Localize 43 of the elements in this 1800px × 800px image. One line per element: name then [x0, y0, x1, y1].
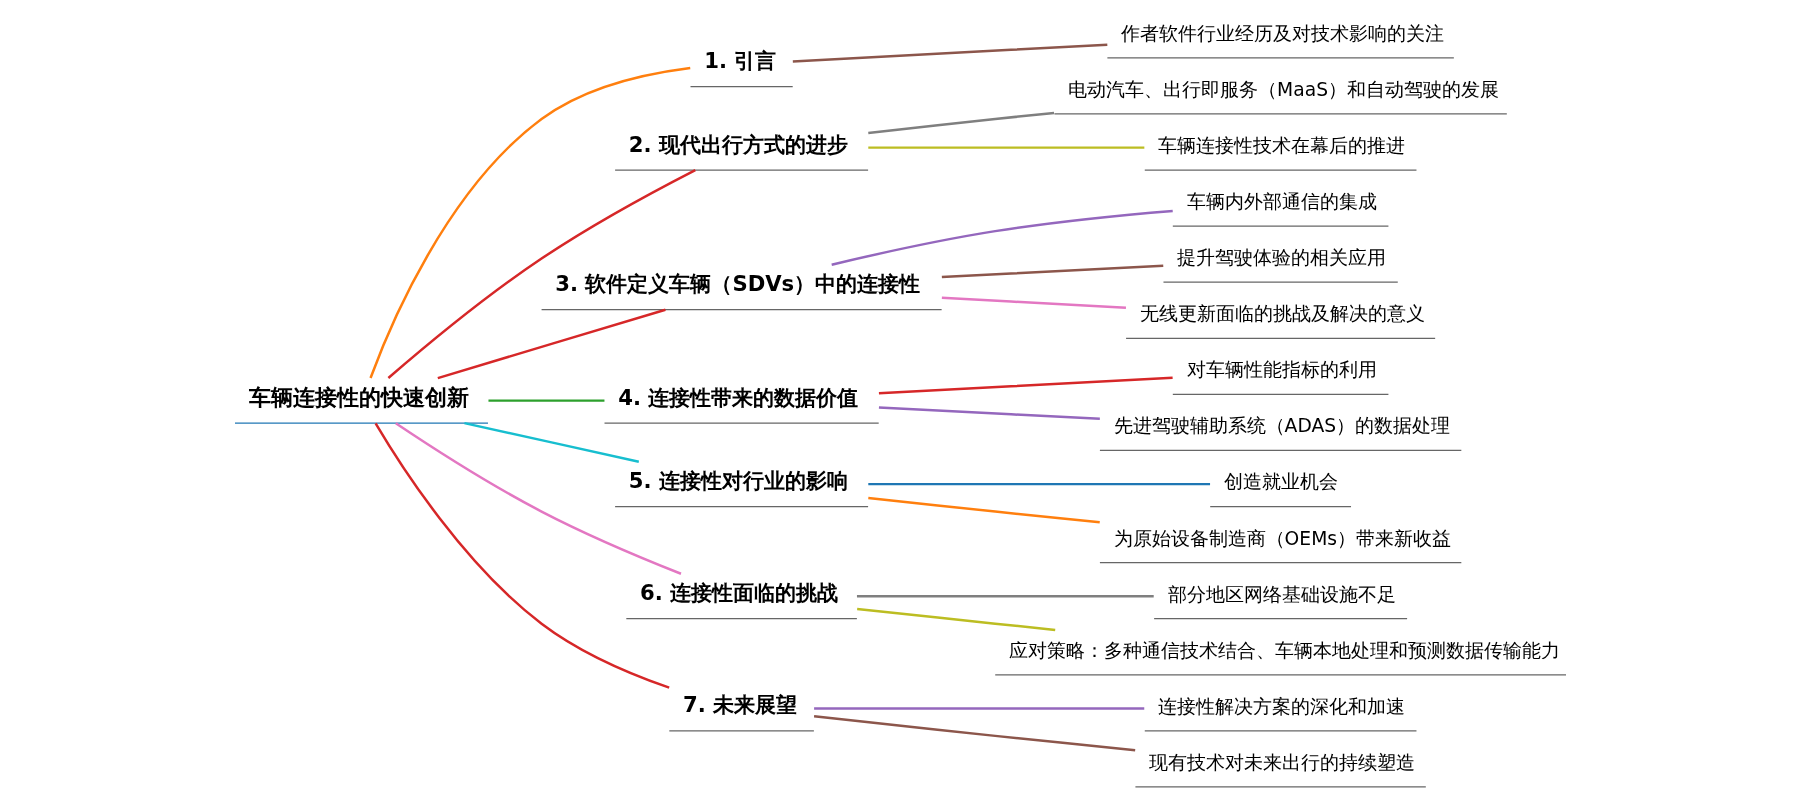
- connector: [387, 169, 696, 379]
- connector: [941, 264, 1163, 279]
- node-text: 连接性解决方案的深化和加速: [1157, 695, 1405, 717]
- connector: [867, 111, 1054, 135]
- connector: [830, 209, 1173, 266]
- connector: [792, 43, 1107, 63]
- connector: [867, 146, 1144, 149]
- node-text: 对车辆性能指标的利用: [1186, 359, 1377, 381]
- node-text: 提升驾驶体验的相关应用: [1176, 247, 1386, 269]
- node-text: 2. 现代出行方式的进步: [628, 131, 848, 157]
- connector: [463, 421, 639, 463]
- node-text: 创造就业机会: [1223, 471, 1338, 493]
- node-text: 作者软件行业经历及对技术影响的关注: [1120, 22, 1444, 44]
- connector: [368, 66, 690, 379]
- node-text: 为原始设备制造商（OEMs）带来新收益: [1113, 527, 1451, 549]
- connector: [394, 422, 681, 575]
- node-text: 电动汽车、出行即服务（MaaS）和自动驾驶的发展: [1067, 78, 1499, 100]
- connector: [813, 715, 1135, 752]
- connector: [374, 422, 670, 689]
- node-text: 1. 引言: [703, 47, 776, 73]
- connector: [878, 406, 1100, 421]
- connector: [813, 707, 1144, 710]
- connector: [867, 496, 1100, 524]
- connector: [878, 376, 1173, 395]
- connector: [487, 399, 604, 402]
- connector: [941, 296, 1126, 309]
- node-text: 4. 连接性带来的数据价值: [617, 384, 858, 410]
- node-text: 先进驾驶辅助系统（ADAS）的数据处理: [1113, 415, 1450, 437]
- node-text: 无线更新面临的挑战及解决的意义: [1139, 303, 1425, 325]
- node-text: 5. 连接性对行业的影响: [628, 467, 848, 493]
- connector: [856, 595, 1154, 598]
- node-text: 车辆连接性技术在幕后的推进: [1157, 134, 1405, 156]
- node-text: 7. 未来展望: [682, 692, 797, 718]
- connector: [436, 308, 666, 380]
- node-text: 车辆连接性的快速创新: [248, 383, 469, 410]
- node-text: 3. 软件定义车辆（SDVs）中的连接性: [554, 271, 920, 297]
- node-text: 6. 连接性面临的挑战: [639, 580, 838, 606]
- connector: [856, 607, 1055, 632]
- node-text: 现有技术对未来出行的持续塑造: [1148, 751, 1415, 773]
- node-text: 车辆内外部通信的集成: [1186, 191, 1377, 213]
- connector: [867, 482, 1210, 486]
- node-text: 应对策略：多种通信技术结合、车辆本地处理和预测数据传输能力: [1008, 639, 1560, 661]
- node-text: 部分地区网络基础设施不足: [1167, 583, 1396, 605]
